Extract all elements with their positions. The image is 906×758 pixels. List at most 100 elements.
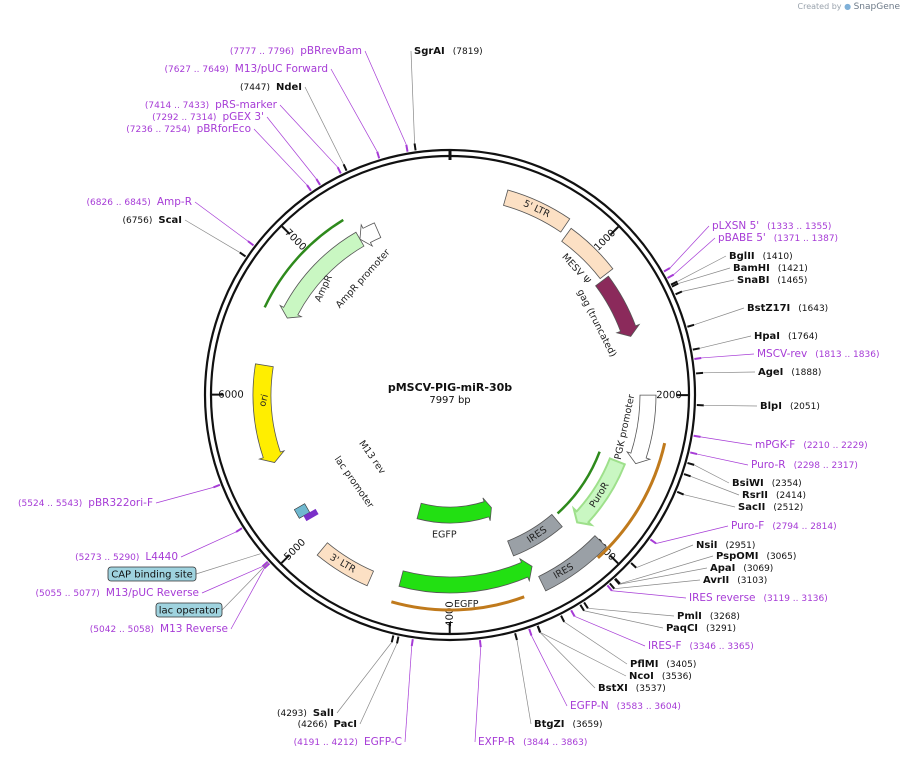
snapgene-logo-icon: ● bbox=[844, 2, 852, 11]
primer-puro-f: Puro-F(2794 .. 2814) bbox=[731, 520, 837, 532]
primer-mpgk-f-name: mPGK-F bbox=[755, 439, 795, 451]
enzyme-paqci-pos: (3291) bbox=[706, 624, 736, 634]
enzyme-bamhi: BamHI(1421) bbox=[733, 263, 808, 274]
enzyme-snabi-pos: (1465) bbox=[777, 276, 807, 286]
enzyme-btgzi-name: BtgZI bbox=[534, 719, 565, 730]
enzyme-btgzi-leader bbox=[516, 639, 532, 725]
tick-label: 2000 bbox=[656, 390, 681, 401]
enzyme-bglii-leader bbox=[677, 255, 727, 282]
primer-plxsn-5--leader bbox=[669, 225, 710, 269]
primer-puro-r-name: Puro-R bbox=[751, 459, 786, 471]
primer-m13-reverse-name: M13 Reverse bbox=[160, 623, 228, 635]
primer-prs-marker-mark bbox=[336, 166, 342, 174]
enzyme-bglii-name: BglII bbox=[729, 251, 755, 262]
primer-m13-puc-reverse-leader bbox=[201, 566, 263, 594]
feature-m13-rev-label: M13 rev bbox=[356, 438, 387, 476]
enzyme-pflmi-leader bbox=[564, 621, 628, 665]
primer-puro-f-mark bbox=[649, 538, 657, 545]
primer-pbabe-5--pos: (1371 .. 1387) bbox=[774, 234, 838, 244]
primer-exfp-r-name: EXFP-R bbox=[478, 736, 515, 748]
primer-prs-marker-pos: (7414 .. 7433) bbox=[145, 101, 209, 111]
enzyme-bglii-mark bbox=[670, 280, 678, 286]
misc-cap-binding-site-box bbox=[107, 566, 197, 582]
enzyme-avrii: AvrII(3103) bbox=[703, 575, 767, 586]
enzyme-sacii: SacII(2512) bbox=[738, 502, 803, 513]
snapgene-credit: Created by ● SnapGene bbox=[798, 2, 901, 12]
enzyme-rsrii: RsrII (2414) bbox=[742, 490, 806, 501]
primer-egfp-c-leader bbox=[404, 646, 413, 743]
enzyme-rsrii-name: RsrII bbox=[742, 490, 768, 501]
feature-5-ltr-arrow bbox=[502, 189, 571, 233]
enzyme-snabi: SnaBI(1465) bbox=[737, 275, 807, 286]
primer-amp-r: (6826 .. 6845)Amp-R bbox=[87, 196, 192, 208]
plasmid-name: pMSCV-PIG-miR-30b bbox=[388, 381, 512, 394]
enzyme-ncoi: NcoI(3536) bbox=[629, 671, 692, 682]
misc-lac-operator-leader bbox=[221, 562, 269, 611]
enzyme-paci-pos: (4266) bbox=[298, 720, 328, 730]
feature-m13-box bbox=[303, 508, 319, 522]
tick-mark bbox=[280, 554, 290, 564]
enzyme-pflmi: PflMI(3405) bbox=[630, 659, 696, 670]
enzyme-scai-mark bbox=[239, 251, 247, 258]
feature-3-ltr-arrow bbox=[316, 542, 375, 587]
primer-mscv-rev-name: MSCV-rev bbox=[757, 348, 807, 360]
primer-pbrforeco-name: pBRforEco bbox=[197, 123, 251, 135]
enzyme-apai-name: ApaI bbox=[710, 563, 735, 574]
enzyme-paqci-mark bbox=[579, 604, 585, 612]
enzyme-bstxi-leader bbox=[539, 632, 596, 689]
primer-m13-puc-forward-name: M13/pUC Forward bbox=[235, 63, 328, 75]
enzyme-hpai-mark bbox=[692, 347, 700, 351]
enzyme-rsrii-pos: (2414) bbox=[776, 491, 806, 501]
enzyme-sacii-mark bbox=[676, 490, 685, 496]
feature-egfp-outer-label: EGFP bbox=[454, 599, 479, 610]
enzyme-bamhi-name: BamHI bbox=[733, 263, 770, 274]
enzyme-sali-leader bbox=[336, 642, 393, 714]
enzyme-bstxi-mark bbox=[536, 625, 542, 633]
enzyme-bsiwi-name: BsiWI bbox=[732, 478, 764, 489]
orf-puro-green-line bbox=[556, 451, 601, 515]
feature-ori-label: ori bbox=[257, 393, 271, 408]
primer-m13-puc-reverse-name: M13/pUC Reverse bbox=[106, 587, 199, 599]
enzyme-scai: (6756)ScaI bbox=[122, 215, 182, 226]
primer-puro-r-leader bbox=[696, 453, 749, 466]
enzyme-avrii-pos: (3103) bbox=[737, 576, 767, 586]
primer-pbrrevbam-pos: (7777 .. 7796) bbox=[230, 47, 294, 57]
enzyme-pspomi: PspOMI(3065) bbox=[716, 551, 796, 562]
enzyme-nsii-pos: (2951) bbox=[725, 541, 755, 551]
enzyme-blpi: BlpI(2051) bbox=[760, 401, 820, 412]
primer-l4440: (5273 .. 5290)L4440 bbox=[75, 551, 178, 563]
enzyme-paqci: PaqCI(3291) bbox=[666, 623, 736, 634]
enzyme-paci-name: PacI bbox=[334, 719, 357, 730]
primer-mpgk-f-mark bbox=[693, 434, 701, 438]
primer-ires-reverse-mark bbox=[606, 584, 613, 592]
enzyme-apai-mark bbox=[614, 578, 621, 585]
primer-mscv-rev-pos: (1813 .. 1836) bbox=[815, 350, 879, 360]
feature-mesv-psi-arrow bbox=[561, 227, 614, 280]
enzyme-avrii-leader bbox=[614, 579, 701, 590]
primer-pbrrevbam: (7777 .. 7796)pBRrevBam bbox=[230, 45, 362, 57]
enzyme-bstz17i-leader bbox=[694, 307, 745, 326]
feature-egfp-inner-label: EGFP bbox=[432, 529, 457, 540]
misc-lac-operator-box bbox=[155, 602, 223, 618]
primer-pgex-3--leader bbox=[266, 116, 317, 180]
enzyme-snabi-mark bbox=[675, 290, 683, 296]
primer-pgex-3-: (7292 .. 7314)pGEX 3' bbox=[152, 111, 264, 123]
enzyme-nsii-leader bbox=[636, 544, 694, 569]
enzyme-pmli-leader bbox=[587, 607, 675, 617]
primer-amp-r-leader bbox=[194, 201, 249, 242]
enzyme-apai: ApaI(3069) bbox=[710, 563, 773, 574]
feature-ampr-promoter-arrow bbox=[359, 222, 382, 248]
primer-pbrrevbam-mark bbox=[405, 144, 409, 152]
enzyme-bsiwi-leader bbox=[694, 464, 730, 484]
primer-m13-puc-reverse-pos: (5055 .. 5077) bbox=[36, 589, 100, 599]
primer-pbrforeco-leader bbox=[253, 128, 308, 186]
enzyme-sali-pos: (4293) bbox=[277, 709, 307, 719]
enzyme-btgzi-pos: (3659) bbox=[573, 720, 603, 730]
primer-egfp-c-name: EGFP-C bbox=[364, 736, 402, 748]
enzyme-agei-leader bbox=[703, 371, 756, 374]
enzyme-bamhi-mark bbox=[671, 282, 679, 288]
primer-m13-puc-forward-pos: (7627 .. 7649) bbox=[165, 65, 229, 75]
primer-m13-reverse-leader bbox=[230, 568, 265, 630]
enzyme-scai-leader bbox=[184, 219, 240, 253]
enzyme-hpai-leader bbox=[699, 335, 752, 349]
